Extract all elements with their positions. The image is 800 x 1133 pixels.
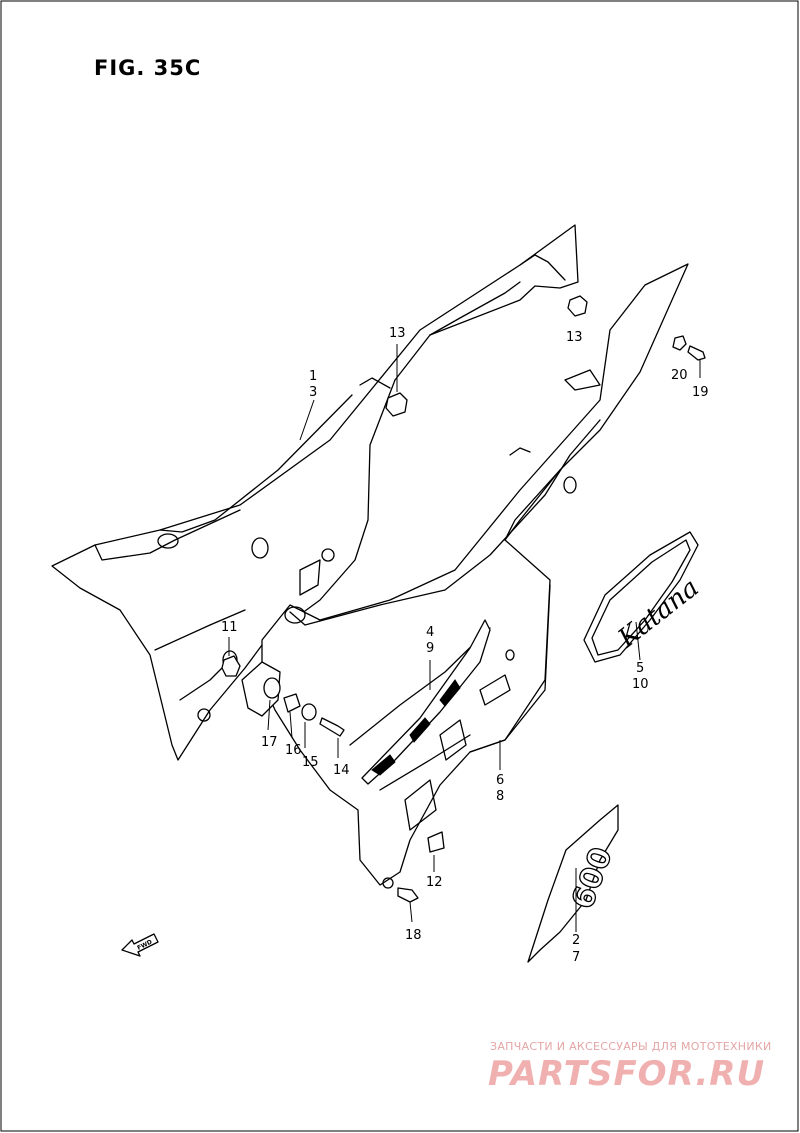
- callout-14: 14: [333, 763, 350, 778]
- watermark-tagline: ЗАПЧАСТИ И АКСЕССУАРЫ ДЛЯ МОТОТЕХНИКИ: [490, 1040, 772, 1053]
- grommet-13-right: [567, 295, 588, 317]
- cushion-12: [427, 831, 445, 872]
- washer-15: [301, 703, 317, 748]
- callout-6: 6: [496, 773, 505, 788]
- callout-7: 7: [572, 950, 581, 965]
- screw-18: [397, 887, 419, 923]
- bracket-plate: [241, 661, 281, 717]
- callout-18: 18: [405, 928, 422, 943]
- callout-10: 10: [632, 677, 649, 692]
- katana-decal: Katana: [583, 531, 705, 663]
- screw-19: [687, 345, 706, 378]
- side-emblem-4-9: [361, 619, 491, 785]
- grommet-13-left: [385, 344, 408, 417]
- callout-15: 15: [302, 755, 319, 770]
- clip-20: [672, 335, 687, 351]
- bolt-14: [319, 717, 345, 758]
- fwd-arrow-icon: FWD: [121, 933, 159, 957]
- callout-9: 9: [426, 641, 435, 656]
- callout-1: 1: [309, 369, 318, 384]
- callout-16: 16: [285, 743, 302, 758]
- model-600-decal: 600: [527, 804, 620, 963]
- watermark-logo: PARTSFOR.RU: [488, 1054, 766, 1094]
- callout-5: 5: [636, 661, 645, 676]
- callout-8: 8: [496, 789, 505, 804]
- callout-12: 12: [426, 875, 443, 890]
- callout-19: 19: [692, 385, 709, 400]
- callout-20: 20: [671, 368, 688, 383]
- callout-11: 11: [221, 620, 238, 635]
- figure-title: FIG. 35C: [94, 56, 202, 80]
- callout-3: 3: [309, 385, 318, 400]
- right-frame-cover: [261, 263, 689, 889]
- callout-13-right: 13: [566, 330, 583, 345]
- callout-2: 2: [572, 933, 581, 948]
- rubber-mount-11: [221, 637, 241, 677]
- callout-13-left: 13: [389, 326, 406, 341]
- callout-4: 4: [426, 625, 435, 640]
- callout-17: 17: [261, 735, 278, 750]
- leader-lines: [299, 399, 641, 932]
- grommet-17: [263, 677, 281, 731]
- fwd-arrow-label: FWD: [136, 939, 153, 952]
- collar-16: [283, 693, 301, 739]
